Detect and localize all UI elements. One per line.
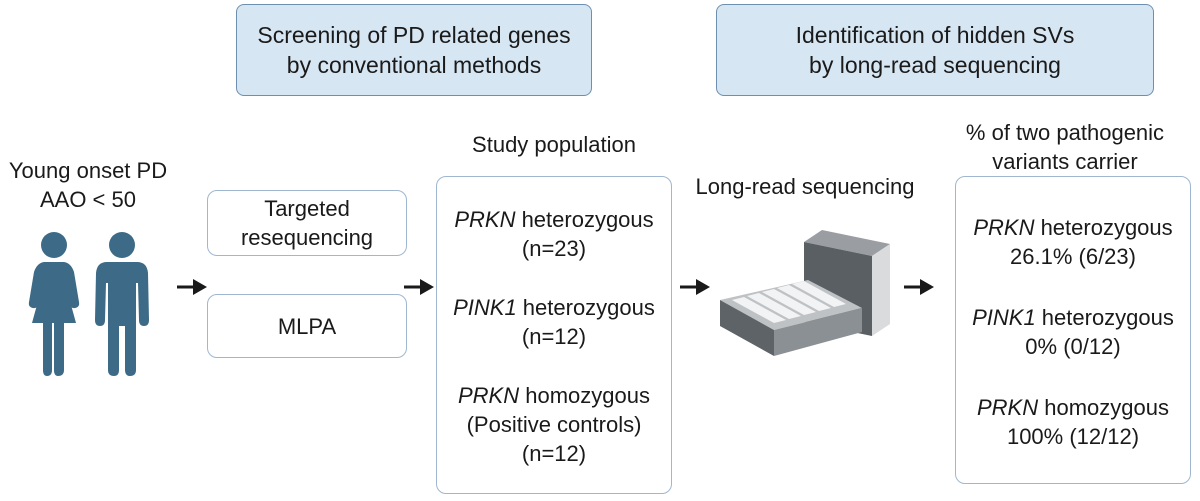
zygosity-label: homozygous <box>1038 395 1169 420</box>
targeted-line1: Targeted <box>264 196 350 221</box>
study-population-title: Study population <box>472 132 636 157</box>
sequencer-icon <box>720 230 890 356</box>
study-group-pink1-het: PINK1 heterozygous (n=12) <box>437 293 671 351</box>
zygosity-label: heterozygous <box>1035 305 1174 330</box>
results-title-line1: % of two pathogenic <box>965 120 1165 145</box>
gene-name: PRKN <box>977 395 1039 420</box>
gene-name: PRKN <box>973 215 1035 240</box>
targeted-line2: resequencing <box>240 225 374 250</box>
header-long-read-identification: Identification of hidden SVs by long-rea… <box>716 4 1154 96</box>
sample-count: (n=23) <box>521 236 587 261</box>
carrier-percentage: 0% (0/12) <box>1025 334 1121 359</box>
mlpa-label: MLPA <box>277 313 337 339</box>
arrow-icon-2 <box>404 279 434 295</box>
header-conventional-line1: Screening of PD related genes <box>257 22 571 48</box>
gene-name: PRKN <box>458 383 520 408</box>
zygosity-label: heterozygous <box>1034 215 1173 240</box>
zygosity-label: homozygous <box>519 383 650 408</box>
study-group-prkn-het: PRKN heterozygous (n=23) <box>437 205 671 263</box>
gene-name: PINK1 <box>972 305 1036 330</box>
long-read-sequencing-title: Long-read sequencing <box>695 174 915 199</box>
cohort-line1: Young onset PD <box>8 158 168 183</box>
cohort-line2: AAO < 50 <box>39 187 136 212</box>
people-icon <box>28 232 149 376</box>
woman-icon <box>28 232 80 376</box>
result-prkn-hom: PRKN homozygous 100% (12/12) <box>956 393 1190 451</box>
carrier-percentage: 100% (12/12) <box>1006 424 1140 449</box>
positive-controls-note: (Positive controls) <box>466 412 642 437</box>
results-title-line2: variants carrier <box>992 149 1138 174</box>
arrow-icon-1 <box>177 279 207 295</box>
study-population-box: PRKN heterozygous (n=23) PINK1 heterozyg… <box>436 176 672 494</box>
mlpa-box: MLPA <box>207 294 407 358</box>
zygosity-label: heterozygous <box>515 207 654 232</box>
zygosity-label: heterozygous <box>516 295 655 320</box>
gene-name: PRKN <box>454 207 516 232</box>
sample-count: (n=12) <box>521 324 587 349</box>
result-prkn-het: PRKN heterozygous 26.1% (6/23) <box>956 213 1190 271</box>
results-title: % of two pathogenic variants carrier <box>950 118 1180 176</box>
arrow-icon-3 <box>680 279 710 295</box>
results-box: PRKN heterozygous 26.1% (6/23) PINK1 het… <box>955 176 1191 484</box>
header-long-read-line1: Identification of hidden SVs <box>795 22 1075 48</box>
result-pink1-het: PINK1 heterozygous 0% (0/12) <box>956 303 1190 361</box>
gene-name: PINK1 <box>453 295 517 320</box>
targeted-resequencing-box: Targeted resequencing <box>207 190 407 256</box>
study-group-prkn-hom: PRKN homozygous (Positive controls) (n=1… <box>437 381 671 468</box>
sample-count: (n=12) <box>521 441 587 466</box>
header-long-read-line2: by long-read sequencing <box>809 52 1061 78</box>
header-conventional-line2: by conventional methods <box>286 52 542 78</box>
carrier-percentage: 26.1% (6/23) <box>1010 244 1136 269</box>
cohort-label: Young onset PD AAO < 50 <box>0 156 176 214</box>
arrow-icon-4 <box>904 279 934 295</box>
man-icon <box>95 232 149 376</box>
header-conventional-screening: Screening of PD related genes by convent… <box>236 4 592 96</box>
